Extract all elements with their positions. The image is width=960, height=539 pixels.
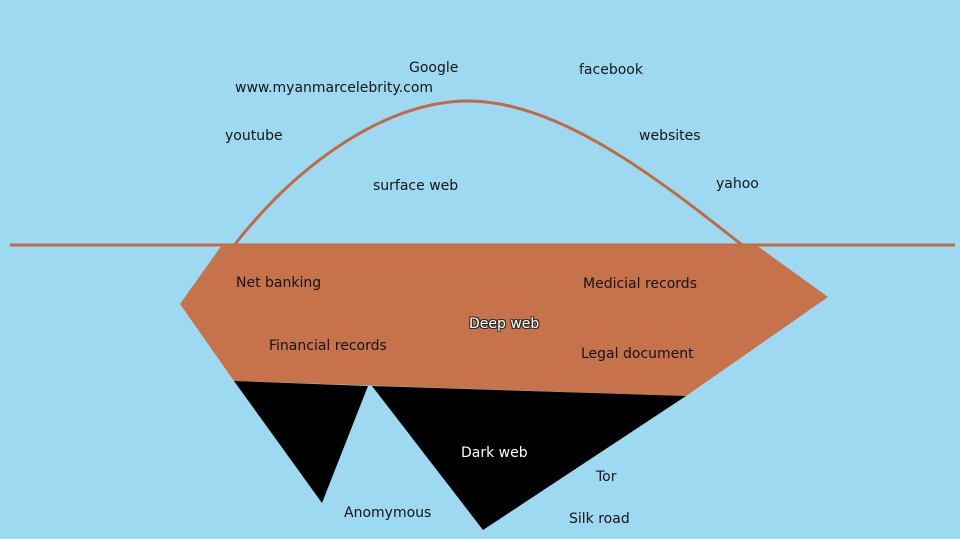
label-google: Google: [409, 60, 459, 76]
label-anonymous: Anomymous: [344, 505, 432, 521]
label-site-url: www.myanmarcelebrity.com: [235, 80, 434, 96]
label-deep-web: Deep web: [469, 316, 540, 332]
label-facebook: facebook: [579, 62, 643, 78]
label-surface-web: surface web: [373, 178, 459, 194]
label-youtube: youtube: [225, 128, 283, 144]
label-websites: websites: [639, 128, 701, 144]
label-tor: Tor: [596, 469, 617, 485]
label-silk-road: Silk road: [569, 511, 630, 527]
label-legal-document: Legal document: [581, 346, 694, 362]
label-yahoo: yahoo: [716, 176, 759, 192]
label-dark-web: Dark web: [461, 445, 528, 461]
dark-web-spike-right: [372, 386, 686, 530]
deep-web-region: [180, 245, 828, 396]
dark-web-spike-left: [234, 381, 368, 503]
label-financial-records: Financial records: [269, 338, 387, 354]
label-net-banking: Net banking: [236, 275, 322, 291]
label-medical-records: Medicial records: [583, 276, 697, 292]
surface-web-curve: [230, 99, 743, 249]
